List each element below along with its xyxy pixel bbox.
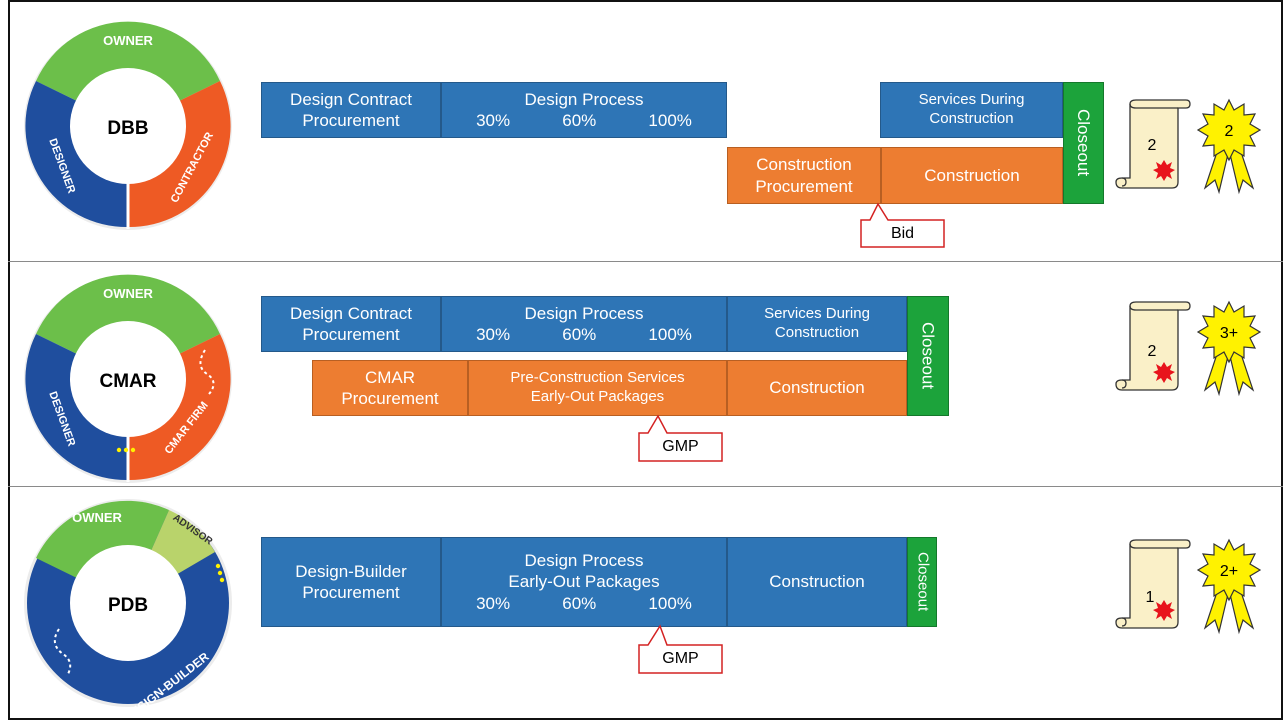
- bar-design-contract-procurement: Design Contract Procurement: [261, 296, 441, 352]
- bar-closeout: Closeout: [1063, 82, 1104, 204]
- bar-label-line-2: Procurement: [302, 583, 400, 602]
- cmar-delivery-wheel: OWNER DESIGNER CMAR FIRM CMAR: [24, 274, 232, 483]
- diagram-frame: [8, 0, 1283, 720]
- bar-label-line-1: Design Process: [524, 303, 644, 323]
- scroll-contract-icon: 1: [1115, 539, 1191, 629]
- bar-label-line-1: Pre-Construction Services: [510, 369, 685, 387]
- bar-label-line-1: Design Contract: [290, 303, 412, 323]
- wheel-center-label: PDB: [108, 595, 148, 616]
- closeout-label: Closeout: [1074, 109, 1094, 177]
- bar-label-line-2: Early-Out Packages: [530, 388, 665, 405]
- closeout-label: Closeout: [914, 552, 932, 612]
- bar-label-line-1: Design Process: [524, 89, 644, 109]
- pct-100: 100%: [648, 593, 692, 613]
- pct-60: 60%: [562, 593, 597, 613]
- row-divider-2: [8, 486, 1283, 487]
- award-value: 2+: [1220, 563, 1238, 580]
- pdb-delivery-wheel: OWNER ADVISOR DESIGN-BUILDER PDB: [24, 499, 232, 712]
- bar-construction: Construction: [727, 360, 907, 416]
- pct-30: 30%: [476, 593, 511, 613]
- bar-label-line-2: Construction: [774, 324, 860, 341]
- bar-label-line-2: Procurement: [302, 111, 400, 130]
- bar-label-line-1: Construction: [769, 572, 865, 592]
- pct-60: 60%: [562, 111, 597, 130]
- award-value: 2: [1225, 123, 1234, 140]
- pct-100: 100%: [648, 325, 692, 344]
- scroll-value: 2: [1148, 137, 1157, 154]
- pct-milestones: 30% 60% 100%: [442, 324, 726, 345]
- bar-construction-procurement: Construction Procurement: [727, 147, 881, 204]
- closeout-label: Closeout: [918, 322, 938, 390]
- pct-100: 100%: [648, 111, 692, 130]
- bar-design-process: Design Process 30% 60% 100%: [441, 82, 727, 138]
- bar-design-process: Design Process 30% 60% 100%: [441, 296, 727, 352]
- gmp-callout: GMP: [662, 650, 699, 667]
- bar-label-line-2: Procurement: [755, 176, 853, 196]
- wheel-owner-label: OWNER: [103, 286, 153, 301]
- bar-services-during-construction: Services During Construction: [880, 82, 1063, 138]
- bar-label-line-1: Construction: [756, 155, 852, 175]
- bar-label-line-1: Services During: [918, 91, 1025, 109]
- bar-label-line-2: Procurement: [341, 389, 439, 408]
- frame-top-border: [8, 0, 1283, 2]
- pct-30: 30%: [476, 325, 511, 344]
- gmp-callout-pointer: [638, 624, 723, 674]
- bar-closeout: Closeout: [907, 537, 937, 627]
- scroll-value: 2: [1148, 343, 1157, 360]
- pct-60: 60%: [562, 325, 597, 344]
- award-ribbon-icon: 2+: [1196, 538, 1262, 635]
- bar-closeout: Closeout: [907, 296, 949, 416]
- pct-30: 30%: [476, 111, 511, 130]
- bar-label-line-2: Procurement: [302, 325, 400, 344]
- bar-label-line-1: Design Process: [524, 551, 644, 571]
- row-divider-1: [8, 261, 1283, 262]
- bar-label-line-1: Design-Builder: [295, 561, 407, 581]
- bar-label-line-2: Construction: [929, 110, 1014, 127]
- award-ribbon-icon: 2: [1196, 98, 1262, 195]
- dbb-delivery-wheel: OWNER DESIGNER CONTRACTOR DBB: [24, 21, 232, 230]
- bar-cmar-procurement: CMAR Procurement: [312, 360, 468, 416]
- scroll-value: 1: [1146, 589, 1155, 606]
- gmp-callout-pointer: [638, 414, 723, 462]
- bar-services-during-construction: Services During Construction: [727, 296, 907, 352]
- bar-design-process: Design Process Early-Out Packages 30% 60…: [441, 537, 727, 627]
- bar-label-line-1: Construction: [924, 165, 1020, 185]
- bar-label-line-1: Services During: [764, 305, 870, 323]
- bar-label-line-2: Early-Out Packages: [508, 572, 660, 592]
- bar-label-line-1: CMAR: [364, 367, 416, 387]
- scroll-contract-icon: 2: [1115, 99, 1191, 189]
- bar-construction: Construction: [881, 147, 1063, 204]
- wheel-center-label: CMAR: [100, 371, 157, 392]
- bar-construction: Construction: [727, 537, 907, 627]
- bar-design-contract-procurement: Design Contract Procurement: [261, 82, 441, 138]
- pct-milestones: 30% 60% 100%: [442, 593, 726, 614]
- bid-callout: Bid: [890, 224, 915, 242]
- scroll-contract-icon: 2: [1115, 301, 1191, 391]
- bar-label-line-1: Construction: [769, 378, 865, 398]
- wheel-owner-label: OWNER: [72, 510, 122, 525]
- gmp-callout: GMP: [662, 438, 699, 455]
- bar-label-line-1: Design Contract: [290, 89, 412, 109]
- pct-milestones: 30% 60% 100%: [442, 110, 726, 131]
- bar-preconstruction-services: Pre-Construction Services Early-Out Pack…: [468, 360, 727, 416]
- award-ribbon-icon: 3+: [1196, 300, 1262, 397]
- wheel-center-label: DBB: [107, 118, 148, 139]
- bid-callout-pointer: [860, 202, 945, 248]
- bar-design-builder-procurement: Design-Builder Procurement: [261, 537, 441, 627]
- wheel-owner-label: OWNER: [103, 33, 153, 48]
- award-value: 3+: [1220, 325, 1238, 342]
